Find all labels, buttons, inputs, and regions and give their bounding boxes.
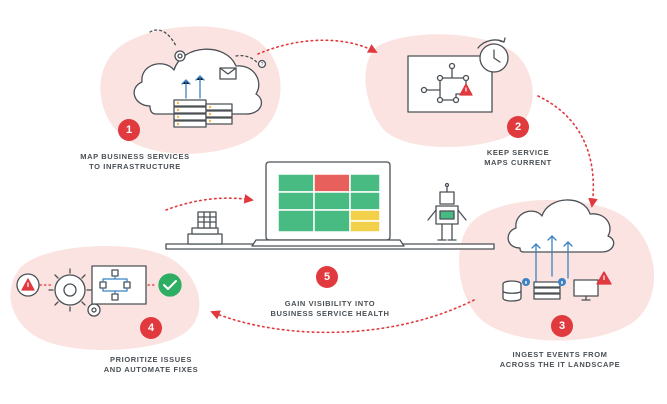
step-3-caption: INGEST EVENTS FROM ACROSS THE IT LANDSCA… (480, 350, 640, 370)
step-1-number-badge: 1 (118, 119, 140, 141)
check-icon (158, 273, 182, 297)
step-3-caption-line-1: INGEST EVENTS FROM (512, 350, 608, 359)
step-4-caption-line-2: AND AUTOMATE FIXES (103, 365, 199, 374)
step-4-number-badge: 4 (140, 317, 162, 339)
warning-icon (596, 271, 612, 285)
step-2-caption: KEEP SERVICE MAPS CURRENT (468, 148, 568, 168)
clock-icon (477, 37, 509, 73)
central-illustration (165, 161, 495, 250)
step-2-caption-line-2: MAPS CURRENT (484, 158, 552, 167)
server-rack-icon (173, 99, 233, 128)
service-map-nodes (420, 62, 470, 104)
step-1-caption: MAP BUSINESS SERVICES TO INFRASTRUCTURE (60, 152, 210, 172)
database-icon (502, 280, 522, 302)
step-2-illustration (407, 37, 509, 113)
gear-icon (48, 268, 92, 312)
step-5-caption-line-1: GAIN VISIBILITY INTO (284, 299, 376, 308)
flow-arrow-4-to-5 (165, 194, 254, 211)
step-5-caption-line-2: BUSINESS SERVICE HEALTH (270, 309, 390, 318)
robot-icon (427, 182, 467, 241)
step-1-caption-line-2: TO INFRASTRUCTURE (89, 162, 181, 171)
monitor-icon (573, 279, 599, 301)
step-1-illustration: ? (133, 29, 267, 128)
warning-icon (16, 273, 40, 297)
upload-arrows (181, 75, 205, 99)
step-4-illustration (16, 265, 182, 317)
flow-arrows (165, 39, 598, 334)
step-2-caption-line-1: KEEP SERVICE (486, 148, 550, 157)
step-5-caption: GAIN VISIBILITY INTO BUSINESS SERVICE HE… (250, 299, 410, 319)
warning-icon (459, 83, 473, 96)
gear-icon (174, 50, 186, 62)
step-5-number-badge: 5 (316, 266, 338, 288)
flow-arrow-3-to-4 (210, 299, 475, 334)
info-icon (522, 278, 566, 286)
server-lights (176, 101, 212, 126)
step-3-illustration (502, 199, 615, 302)
step-3-number-badge: 3 (551, 315, 573, 337)
step-3-caption-line-2: ACROSS THE IT LANDSCAPE (499, 360, 621, 369)
flow-arrow-2-to-3 (537, 95, 598, 208)
dashboard-screen (277, 173, 381, 233)
svg-text:?: ? (261, 62, 264, 68)
server-rack-icon (533, 281, 561, 300)
upload-arrows (531, 235, 573, 283)
step-4-caption-line-1: PRIORITIZE ISSUES (110, 355, 192, 364)
step-2-number-badge: 2 (507, 116, 529, 138)
cloud-icon (507, 199, 615, 253)
step-4-caption: PRIORITIZE ISSUES AND AUTOMATE FIXES (86, 355, 216, 375)
automation-flow-panel (91, 265, 147, 305)
step-1-caption-line-1: MAP BUSINESS SERVICES (80, 152, 190, 161)
gear-icon (87, 303, 101, 317)
books-and-server (187, 211, 223, 245)
flow-arrow-1-to-2 (257, 39, 378, 55)
